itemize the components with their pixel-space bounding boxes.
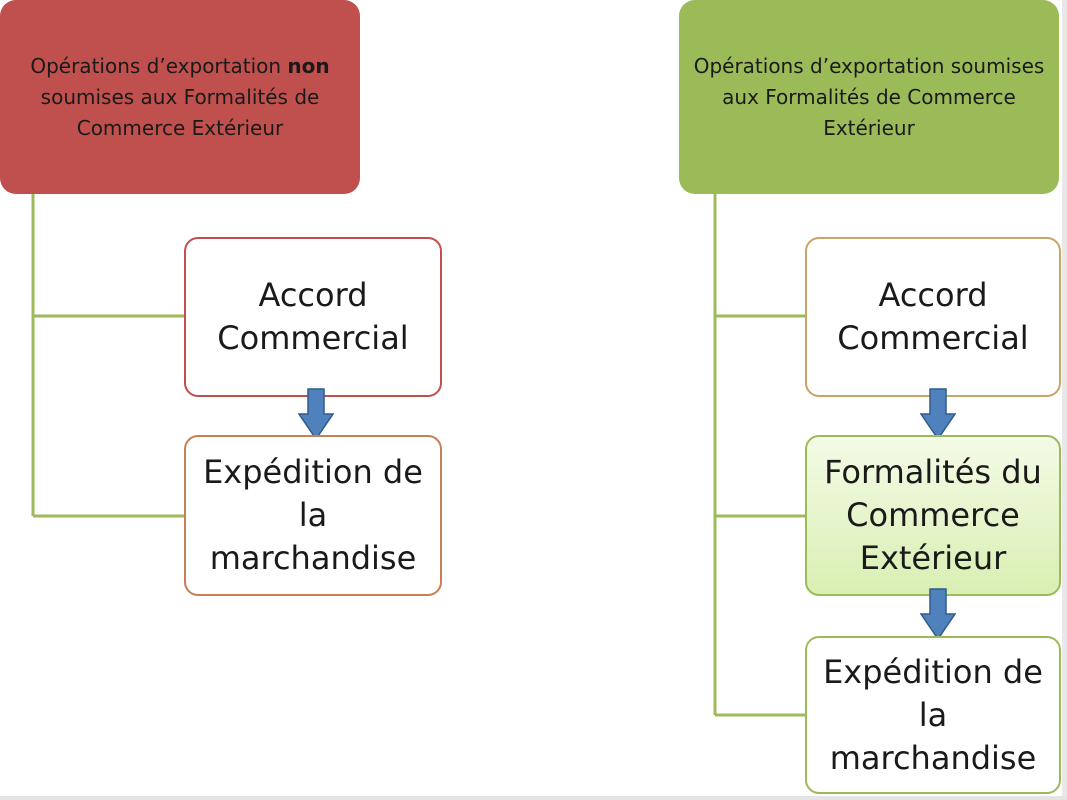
right-step-label: Expédition de la marchandise (823, 652, 1043, 777)
right-step-expedition: Expédition de la marchandise (805, 636, 1061, 794)
arrow-down-icon (298, 388, 334, 440)
right-step-label: Formalités du Commerce Extérieur (824, 453, 1042, 577)
left-header-prefix: Opérations d’exportation (30, 53, 282, 78)
arrow-down-icon (920, 388, 956, 440)
left-step-expedition: Expédition de la marchandise (184, 435, 442, 596)
right-step-formalites: Formalités du Commerce Extérieur (805, 435, 1061, 596)
frame-edge-bottom (0, 796, 1067, 800)
right-step-accord-commercial: Accord Commercial (805, 237, 1061, 397)
left-step-label: Expédition de la marchandise (203, 453, 423, 577)
left-header-text: Opérations d’exportation non soumises au… (10, 51, 350, 144)
left-header-suffix: soumises aux Formalités de Commerce Exté… (40, 84, 320, 140)
right-header-box: Opérations d’exportation soumises aux Fo… (679, 0, 1059, 194)
frame-edge-right (1062, 0, 1067, 800)
left-step-label: Accord Commercial (217, 276, 409, 357)
right-step-label: Accord Commercial (837, 276, 1029, 357)
left-step-accord-commercial: Accord Commercial (184, 237, 442, 397)
arrow-down-icon (920, 588, 956, 640)
left-header-emphasis: non (287, 53, 330, 78)
left-header-box: Opérations d’exportation non soumises au… (0, 0, 360, 194)
right-header-text: Opérations d’exportation soumises aux Fo… (693, 53, 1045, 140)
